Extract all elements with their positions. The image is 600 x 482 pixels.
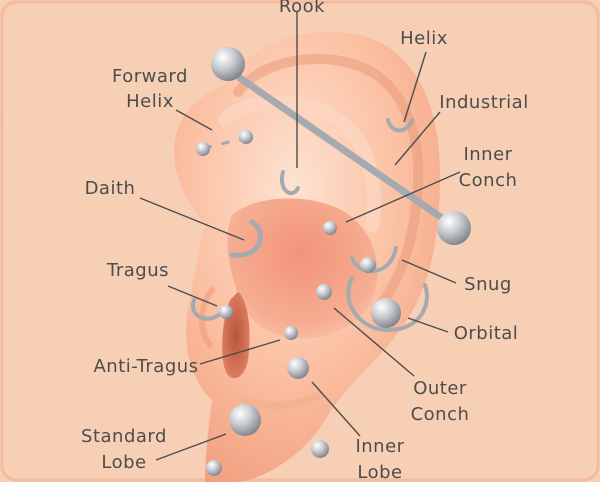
leader-daith xyxy=(139,197,245,241)
leader-outer-conch xyxy=(333,307,415,377)
label-snug: Snug xyxy=(464,274,512,295)
labels: Rook Helix Forward Helix Industrial Inne… xyxy=(81,0,528,482)
label-inner-conch-line2: Conch xyxy=(459,170,518,191)
industrial-ball-bottom xyxy=(437,211,471,245)
outer-conch-stud xyxy=(316,284,332,300)
ear xyxy=(174,31,440,482)
antihelix-ridge xyxy=(218,94,382,232)
concha-bowl xyxy=(227,198,378,339)
label-forward-helix-line1: Forward xyxy=(112,66,188,87)
leader-lines xyxy=(139,12,461,461)
rook-ring xyxy=(279,170,300,196)
label-outer-conch-line1: Outer xyxy=(413,378,467,399)
leader-industrial xyxy=(394,111,441,166)
industrial-ball-top xyxy=(211,47,245,81)
inner-lobe-stud-1 xyxy=(287,357,309,379)
label-outer-conch-line2: Conch xyxy=(411,404,470,425)
anti-tragus-stud xyxy=(284,326,298,340)
orbital-ring xyxy=(346,276,429,333)
inner-conch-stud xyxy=(323,221,337,235)
leader-anti-tragus xyxy=(199,339,281,365)
label-orbital: Orbital xyxy=(454,323,519,344)
leader-helix xyxy=(403,51,427,123)
label-standard-lobe-line1: Standard xyxy=(81,426,167,447)
inner-lobe-stud-2 xyxy=(311,440,329,458)
forward-helix-ball-1 xyxy=(196,142,210,156)
label-forward-helix-line2: Helix xyxy=(126,91,174,112)
standard-lobe-stud xyxy=(229,404,261,436)
helix-ring xyxy=(386,118,414,133)
tragus-ring xyxy=(191,298,224,321)
label-inner-lobe-line2: Lobe xyxy=(357,462,402,482)
forward-helix-ball-2 xyxy=(239,130,253,144)
leader-snug xyxy=(401,259,457,284)
label-rook: Rook xyxy=(279,0,325,17)
leader-inner-conch xyxy=(345,171,461,223)
jewelry xyxy=(191,47,471,476)
label-industrial: Industrial xyxy=(439,92,528,113)
label-anti-tragus: Anti-Tragus xyxy=(93,356,198,377)
leader-forward-helix xyxy=(175,109,213,131)
leader-orbital xyxy=(407,317,449,333)
leader-inner-lobe xyxy=(311,381,361,437)
label-tragus: Tragus xyxy=(106,260,169,281)
label-standard-lobe-line2: Lobe xyxy=(101,452,146,473)
label-daith: Daith xyxy=(85,178,136,199)
leader-tragus xyxy=(167,285,218,307)
orbital-ball xyxy=(371,298,401,328)
forward-helix-post xyxy=(203,136,247,150)
label-helix: Helix xyxy=(400,28,448,49)
tragus-ball xyxy=(219,305,233,319)
standard-lobe-stud-lower xyxy=(206,460,222,476)
leader-standard-lobe xyxy=(155,433,227,461)
industrial-bar xyxy=(236,74,456,229)
label-inner-lobe-line1: Inner xyxy=(355,436,404,457)
label-inner-conch-line1: Inner xyxy=(463,144,512,165)
daith-ring xyxy=(229,219,264,258)
snug-ring xyxy=(350,246,398,273)
snug-ball xyxy=(360,257,376,273)
lobe-shading xyxy=(241,391,324,410)
